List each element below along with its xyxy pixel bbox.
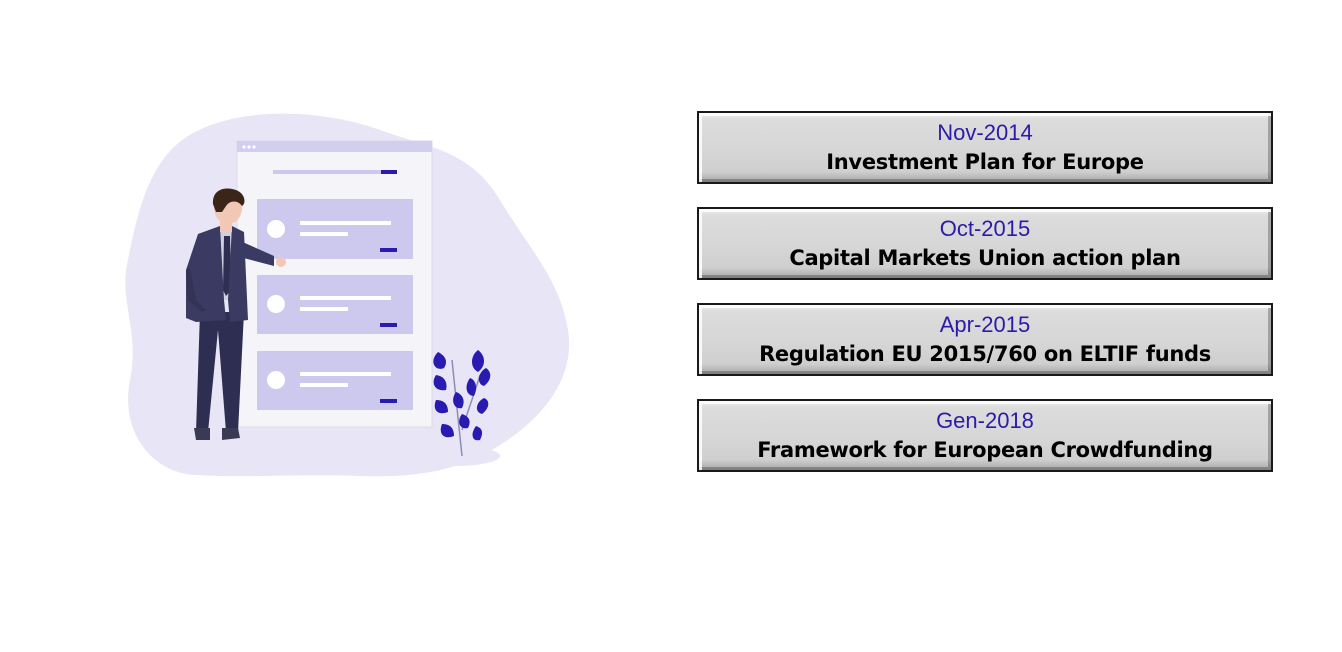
event-title: Regulation EU 2015/760 on ELTIF funds — [759, 342, 1211, 366]
content-card — [257, 275, 413, 334]
event-date: Gen-2018 — [936, 408, 1034, 433]
presentation-illustration — [125, 113, 570, 477]
businessman-icon — [186, 188, 286, 440]
content-card — [257, 199, 413, 259]
timeline-event-3: Apr-2015 Regulation EU 2015/760 on ELTIF… — [697, 303, 1273, 376]
event-title: Capital Markets Union action plan — [789, 246, 1181, 270]
event-date: Apr-2015 — [939, 312, 1031, 337]
event-title: Framework for European Crowdfunding — [757, 438, 1213, 462]
event-date: Nov-2014 — [937, 120, 1033, 145]
plant-icon — [410, 350, 500, 466]
event-title: Investment Plan for Europe — [826, 150, 1144, 174]
timeline-event-2: Oct-2015 Capital Markets Union action pl… — [697, 207, 1273, 280]
timeline-event-4: Gen-2018 Framework for European Crowdfun… — [697, 399, 1273, 472]
header-bar — [273, 170, 381, 174]
timeline-event-1: Nov-2014 Investment Plan for Europe — [697, 111, 1273, 184]
event-date: Oct-2015 — [939, 216, 1031, 241]
content-card — [257, 351, 413, 410]
